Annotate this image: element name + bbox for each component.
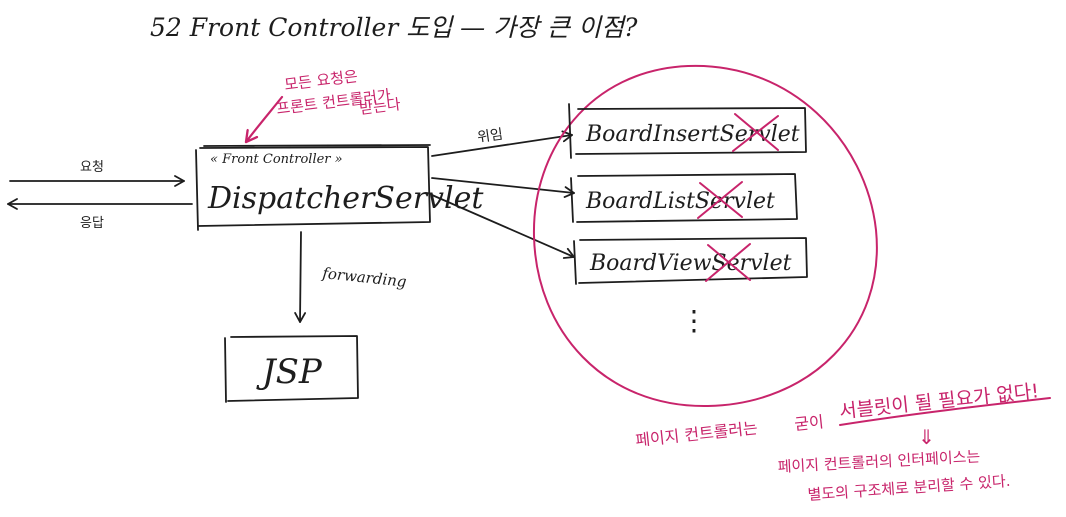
forwarding-arrow: forwarding — [294, 231, 408, 323]
page-title: 52 Front Controller 도입 — 가장 큰 이점? — [150, 13, 638, 42]
jsp-label: JSP — [256, 352, 323, 392]
annotation-all-requests: 모든 요청은 프론트 컨트롤러가 받는다 — [244, 67, 402, 144]
delegate-arrow-list-icon — [431, 177, 575, 198]
delegation-arrows: 위임 — [431, 127, 575, 259]
forwarding-arrow-icon — [294, 231, 306, 323]
servlet-name: BoardInsertServlet — [585, 122, 800, 147]
cross-mark-icon — [697, 181, 743, 219]
note-down-arrow-icon: ⇓ — [918, 425, 935, 449]
cross-mark-icon — [705, 243, 751, 282]
servlet-name: BoardListServlet — [585, 189, 775, 214]
servlet-box-view: BoardViewServlet — [573, 237, 808, 285]
note-line-1c: 서블릿이 될 필요가 없다! — [838, 380, 1040, 423]
servlet-prefix: BoardView — [589, 251, 712, 276]
annotation-line-3: 받는다 — [358, 95, 401, 118]
response-label: 응답 — [80, 216, 104, 231]
delegate-arrow-insert-icon — [431, 130, 573, 157]
request-label: 요청 — [80, 160, 104, 175]
note-line-2: 페이지 컨트롤러의 인터페이스는 — [777, 447, 981, 476]
note-bottom: 페이지 컨트롤러는 굳이 서블릿이 될 필요가 없다! ⇓ 페이지 컨트롤러의 … — [634, 380, 1051, 504]
front-controller-stereotype: « Front Controller » — [210, 152, 343, 167]
more-servlets-ellipsis: ⋮ — [680, 304, 708, 337]
servlet-box-insert: BoardInsertServlet — [568, 103, 807, 159]
servlet-prefix: BoardList — [585, 189, 695, 214]
servlet-group-circle — [532, 64, 878, 408]
servlet-name: BoardViewServlet — [589, 251, 792, 276]
note-line-3: 별도의 구조체로 분리할 수 있다. — [807, 472, 1011, 504]
note-line-1b: 굳이 — [793, 412, 824, 434]
annotation-arrow-icon — [244, 95, 284, 144]
note-line-1a: 페이지 컨트롤러는 — [634, 418, 758, 450]
request-response-arrows: 요청 응답 — [7, 160, 193, 231]
annotation-line-1: 모든 요청은 — [283, 67, 358, 94]
servlet-crossed-suffix: Servlet — [712, 251, 792, 276]
forwarding-label: forwarding — [321, 264, 408, 291]
jsp-box: JSP — [224, 335, 359, 403]
note-underline — [839, 397, 1051, 426]
cross-mark-icon — [732, 113, 779, 152]
front-controller-box: « Front Controller » DispatcherServlet — [195, 144, 484, 231]
delegate-label: 위임 — [476, 127, 504, 146]
servlet-box-list: BoardListServlet — [570, 173, 798, 223]
servlet-prefix: BoardInsert — [585, 122, 720, 147]
front-controller-name: DispatcherServlet — [207, 181, 484, 216]
delegate-arrow-view-icon — [431, 194, 575, 259]
